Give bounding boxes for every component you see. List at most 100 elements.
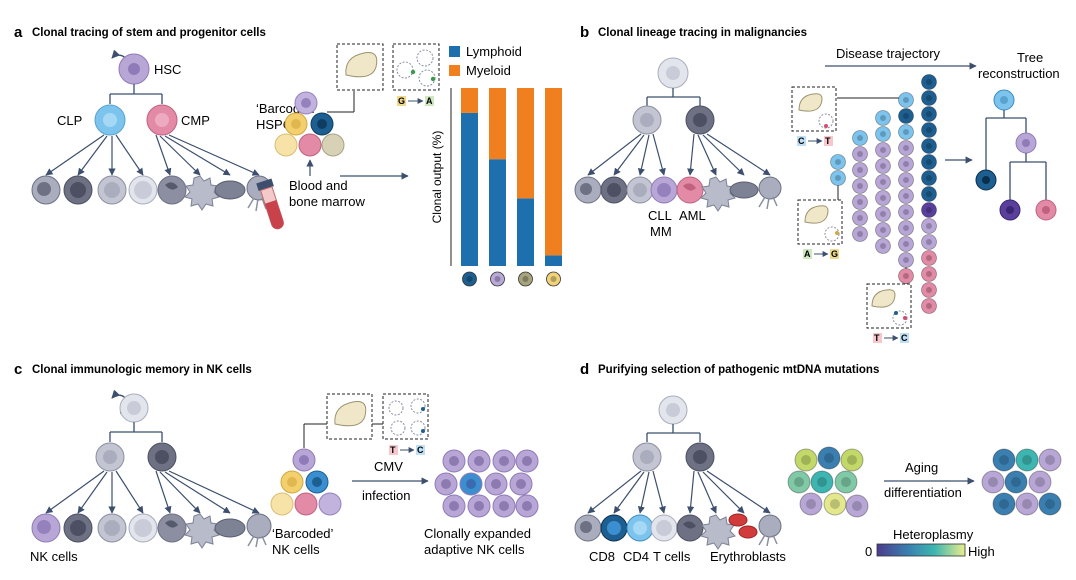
clone-cell <box>898 108 914 124</box>
blood-label-line1: Blood and <box>289 178 348 193</box>
bar-lymphoid-1 <box>461 112 478 266</box>
clone-cell <box>921 122 937 138</box>
heteroplasmy-nucleus-aged <box>1035 477 1045 487</box>
clone-cell-nucleus <box>857 135 863 141</box>
bar-myeloid-1 <box>461 88 478 113</box>
clone-cell <box>921 170 937 186</box>
clone-cell-nucleus <box>903 273 909 279</box>
erythroblasts-label: Erythroblasts <box>710 549 786 564</box>
heteroplasmy-cell <box>799 492 823 516</box>
category-marker-nucleus-3 <box>522 276 529 282</box>
clone-cell <box>852 226 868 242</box>
cmp-label: CMP <box>181 113 210 128</box>
t-cells-label: T cells <box>653 549 691 564</box>
clone-cell-nucleus <box>857 215 863 221</box>
clone-cell <box>898 172 914 188</box>
clone-cell-nucleus <box>903 113 909 119</box>
clone-cell <box>921 282 937 298</box>
heteroplasmy-nucleus-aged <box>1022 499 1032 509</box>
bar-lymphoid-2 <box>489 159 506 266</box>
heteroplasmy-cluster-after <box>981 448 1062 516</box>
clone-cell <box>875 142 891 158</box>
clone-cell <box>898 140 914 156</box>
clone-cell-nucleus <box>903 145 909 151</box>
mature-cells-row-a <box>31 175 272 212</box>
clone-cell-nucleus <box>857 151 863 157</box>
clone-cell-nucleus <box>857 183 863 189</box>
hsc-label: HSC <box>154 62 181 77</box>
clone-cell-nucleus <box>903 161 909 167</box>
expanded-nk-cell <box>459 472 483 496</box>
clone-cell <box>875 206 891 222</box>
heteroplasmy-low-label: 0 <box>865 544 872 559</box>
clone-cell <box>852 130 868 146</box>
clone-cell <box>898 236 914 252</box>
clone-cell-nucleus <box>903 257 909 263</box>
clp-label: CLP <box>57 113 82 128</box>
legend-label-myeloid: Myeloid <box>466 63 511 78</box>
panel-a-title: Clonal tracing of stem and progenitor ce… <box>32 27 266 39</box>
panel-a-hierarchy: HSC CLP CMP <box>31 49 272 212</box>
expanded-nk-nucleus <box>491 479 501 489</box>
heteroplasmy-nucleus <box>852 501 862 511</box>
clone-cell <box>921 186 937 202</box>
heteroplasmy-cell-aged <box>1028 470 1052 494</box>
clone-cell <box>921 218 937 234</box>
clone-cell <box>875 158 891 174</box>
clone-cell-nucleus <box>926 207 932 213</box>
cmv-label: CMV <box>374 459 403 474</box>
expanded-nk-cell <box>509 472 533 496</box>
legend-swatch-myeloid <box>449 65 460 76</box>
clone-expansion-columns <box>830 74 937 314</box>
expanded-nk-cell <box>442 449 466 473</box>
heteroplasmy-nucleus-aged <box>999 455 1009 465</box>
clone-cell-nucleus <box>926 303 932 309</box>
heteroplasmy-nucleus-aged <box>1045 455 1055 465</box>
reconstructed-tree <box>975 89 1057 221</box>
heteroplasmy-cell <box>810 470 834 494</box>
bar-myeloid-4 <box>545 88 562 256</box>
clone-cell-nucleus <box>880 147 886 153</box>
barcoded-nk-line1: ‘Barcoded’ <box>272 526 334 541</box>
expanded-nk-cell <box>442 494 466 518</box>
heteroplasmy-cell-aged <box>992 492 1016 516</box>
expanded-nk-nucleus <box>474 456 484 466</box>
mature-cells-row-c <box>31 513 272 549</box>
heteroplasmy-cell <box>794 448 818 472</box>
nk-cells-label: NK cells <box>30 549 78 564</box>
clone-cell <box>898 156 914 172</box>
heteroplasmy-cell-aged <box>981 470 1005 494</box>
expanded-nk-cell <box>467 494 491 518</box>
clp-nucleus <box>103 113 117 127</box>
expanded-label-line1: Clonally expanded <box>424 526 531 541</box>
heteroplasmy-nucleus <box>817 477 827 487</box>
panel-a-letter: a <box>14 24 23 41</box>
clone-cell-nucleus <box>926 223 932 229</box>
category-marker-3 <box>518 271 533 287</box>
clone-cell <box>898 124 914 140</box>
chart-bars <box>461 88 562 266</box>
panel-d-hierarchy: CD8 CD4 T cells Erythroblasts <box>574 395 786 564</box>
mitochondrion-icon <box>345 52 378 78</box>
clone-cell-nucleus <box>880 163 886 169</box>
heteroplasmy-legend-title: Heteroplasmy <box>893 527 974 542</box>
expanded-nk-cell <box>515 494 539 518</box>
heteroplasmy-nucleus-aged <box>1011 477 1021 487</box>
clone-cell-nucleus <box>926 127 932 133</box>
expanded-nk-nucleus <box>466 479 476 489</box>
mut-c-from: T <box>390 445 396 455</box>
clone-cell-nucleus <box>926 287 932 293</box>
clone-cell-nucleus <box>880 195 886 201</box>
category-marker-nucleus-4 <box>550 276 557 282</box>
expanded-label-line2: adaptive NK cells <box>424 542 525 557</box>
clone-cell <box>921 74 937 90</box>
clone-cell-nucleus <box>857 167 863 173</box>
clone-cell <box>875 190 891 206</box>
heteroplasmy-cell <box>823 492 847 516</box>
disease-trajectory-label: Disease trajectory <box>836 46 941 61</box>
panel-b-hierarchy: CLL MM AML <box>574 57 782 239</box>
clone-cell-nucleus <box>880 131 886 137</box>
expanded-nk-cell <box>484 472 508 496</box>
